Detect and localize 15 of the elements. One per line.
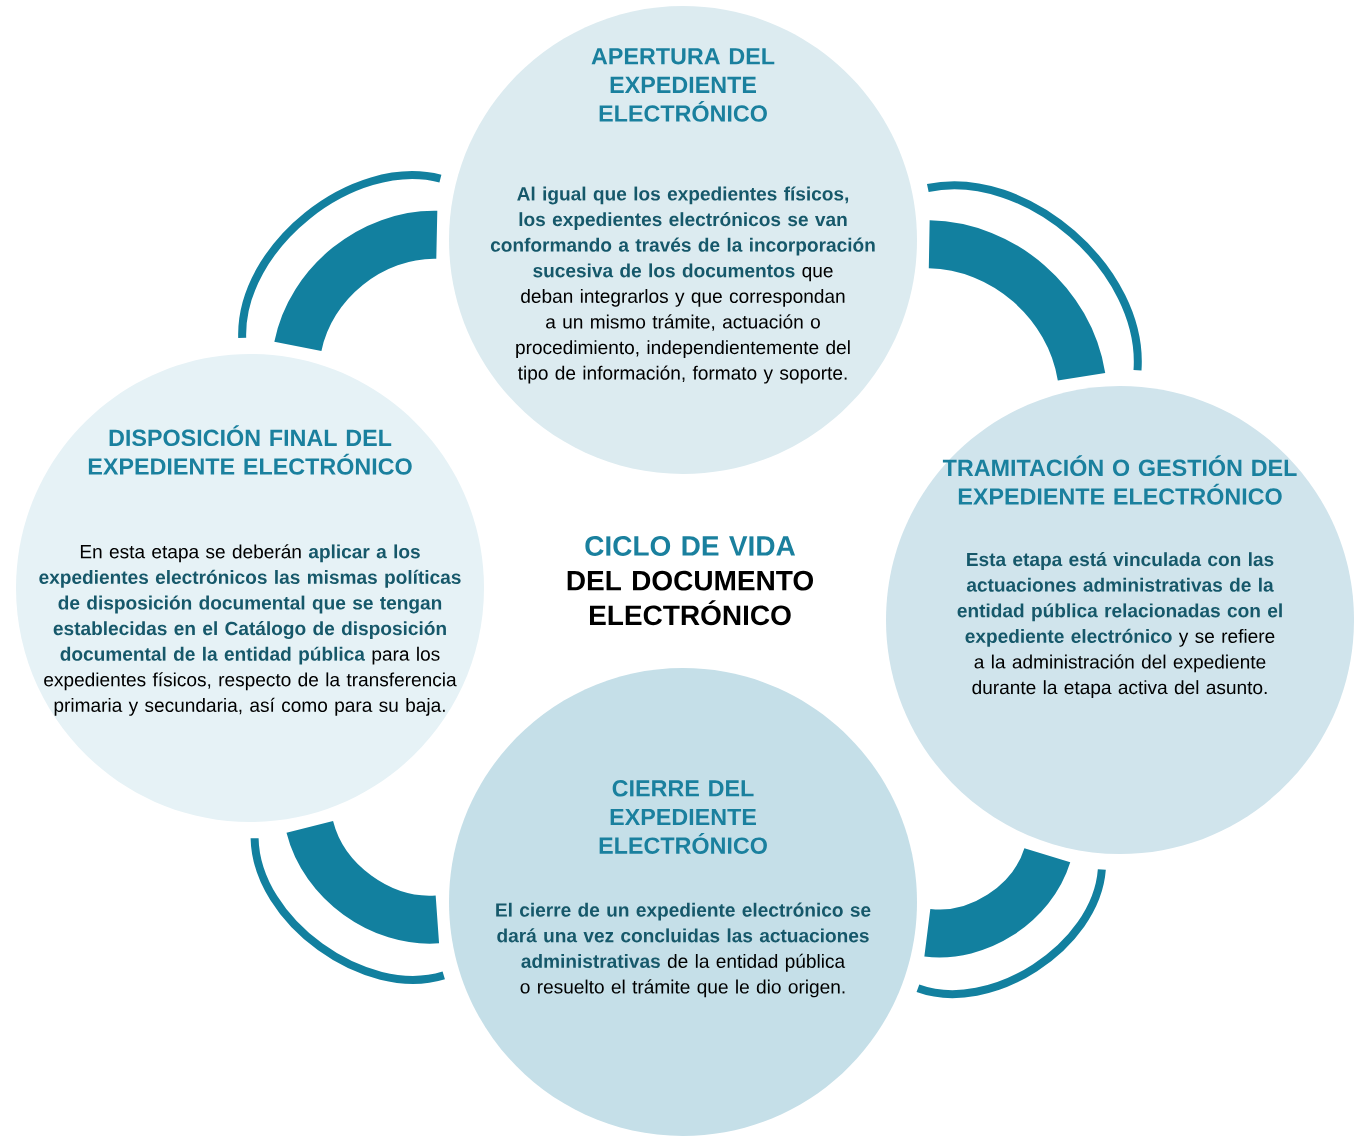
stage-description: Esta etapa está vinculada con las actuaciones administrativas de la entidad pública relacionadas con el expediente electrónico y se refiere a la administración del expediente durante la etapa activa del asunto. xyxy=(957,552,1282,698)
stage-circle xyxy=(449,6,917,474)
stage-heading: APERTURA DEL EXPEDIENTE ELECTRÓNICO xyxy=(591,48,775,122)
stage-circle xyxy=(16,354,484,822)
stage-description: En esta etapa se deberán aplicar a los expedientes electrónicos las mismas políticas de disposición documental que se tengan establecidas en el Catálogo de disposición documental de la entidad pública para los expedientes físicos, respecto de la transferencia primaria y secundaria, así como para su baja. xyxy=(39,544,461,716)
stage-description: Al igual que los expedientes físicos, los expedientes electrónicos se van conformando a través de la incorporación sucesiva de los documentos que deban integrarlos y que correspondan a un mismo trámite, actuación o procedimiento, independientemente del tipo de información, formato y soporte. xyxy=(490,186,875,384)
center-title: DEL DOCUMENTO ELECTRÓNICO xyxy=(567,570,813,626)
connector-arc xyxy=(916,846,1106,999)
connector-arc xyxy=(250,819,445,984)
stage-circle xyxy=(886,386,1354,854)
center-title: CICLO DE VIDA xyxy=(585,536,796,556)
stage-heading: CIERRE DEL EXPEDIENTE ELECTRÓNICO xyxy=(599,780,767,854)
stage-heading: TRAMITACIÓN O GESTIÓN DEL EXPEDIENTE ELECTRÓNICO xyxy=(942,455,1297,505)
stage-description: El cierre de un expediente electrónico se dará una vez concluidas las actuaciones administrativas de la entidad pública o resuelto el trámite que le dio origen. xyxy=(496,902,871,998)
stage-heading: DISPOSICIÓN FINAL DEL EXPEDIENTE ELECTRÓNICO xyxy=(88,425,412,475)
